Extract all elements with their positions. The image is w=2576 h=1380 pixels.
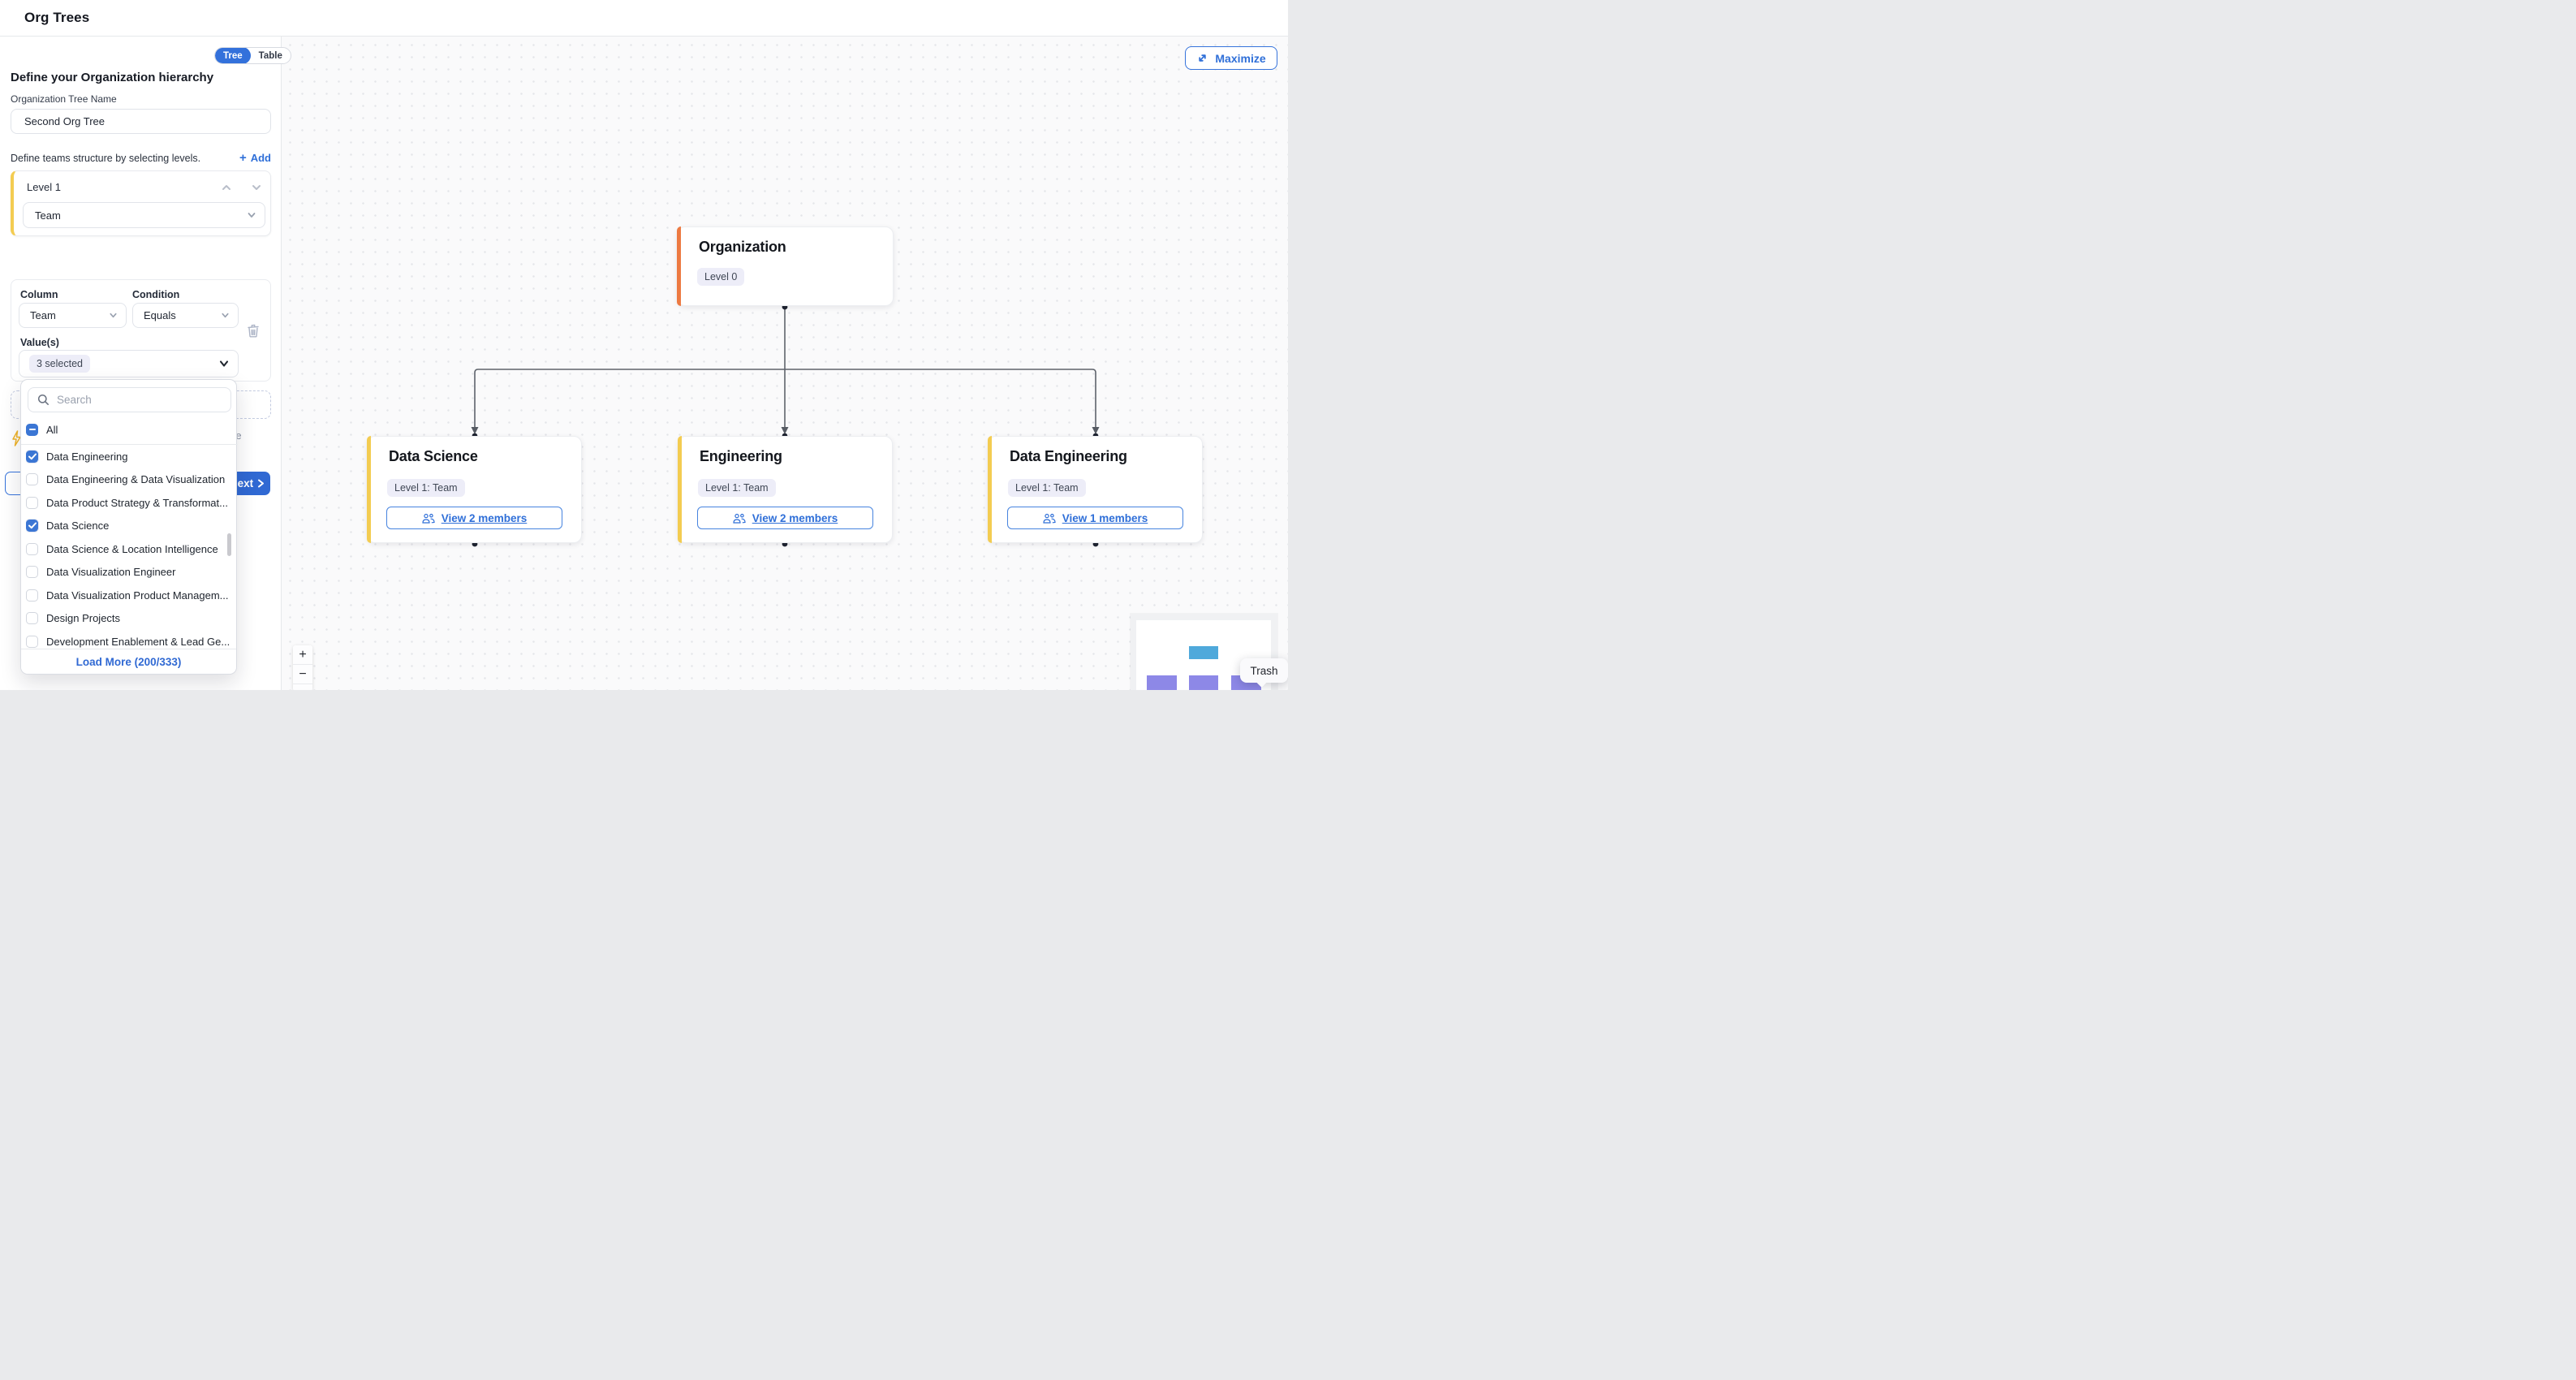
scrollbar-thumb[interactable] bbox=[227, 533, 231, 556]
selected-count-badge: 3 selected bbox=[29, 355, 90, 373]
users-icon bbox=[733, 513, 746, 524]
node-title: Organization bbox=[699, 239, 786, 255]
minimap-child-node bbox=[1147, 675, 1177, 690]
node-accent-bar bbox=[677, 226, 681, 306]
trash-tooltip-label: Trash bbox=[1250, 664, 1278, 677]
search-icon bbox=[37, 394, 49, 405]
zoom-controls: + − bbox=[293, 645, 312, 690]
dropdown-item[interactable]: Data Science & Location Intelligence bbox=[26, 537, 233, 561]
checkbox[interactable] bbox=[26, 542, 38, 555]
dropdown-item[interactable]: Data Visualization Engineer bbox=[26, 561, 233, 584]
users-icon bbox=[1043, 513, 1056, 524]
select-all-option[interactable]: All bbox=[26, 417, 233, 442]
toggle-table[interactable]: Table bbox=[258, 50, 282, 61]
level-badge: Level 1: Team bbox=[387, 479, 465, 497]
dropdown-options-list[interactable]: Data Engineering Data Engineering & Data… bbox=[26, 445, 233, 650]
level-badge: Level 0 bbox=[697, 268, 745, 286]
dropdown-item[interactable]: Design Projects bbox=[26, 607, 233, 631]
org-node-data-science[interactable]: Data Science Level 1: Team View 2 member… bbox=[367, 436, 582, 543]
chevron-down-icon[interactable] bbox=[251, 182, 262, 193]
zoom-out-button[interactable]: − bbox=[293, 665, 312, 684]
maximize-button[interactable]: Maximize bbox=[1185, 46, 1277, 70]
tree-name-value: Second Org Tree bbox=[24, 115, 105, 127]
minimap-child-node bbox=[1189, 675, 1218, 690]
load-more-link[interactable]: Load More (200/333) bbox=[75, 655, 182, 668]
column-label: Column bbox=[20, 289, 58, 300]
view-members-button[interactable]: View 2 members bbox=[386, 507, 562, 529]
node-title: Data Science bbox=[389, 448, 478, 464]
org-chart-canvas[interactable]: Maximize bbox=[282, 37, 1288, 690]
levels-hint: Define teams structure by selecting leve… bbox=[11, 152, 201, 164]
level-badge: Level 1: Team bbox=[1008, 479, 1086, 497]
dropdown-item[interactable]: Development Enablement & Lead Ge... bbox=[26, 630, 233, 650]
node-accent-bar bbox=[367, 436, 371, 543]
dropdown-item[interactable]: Data Engineering bbox=[26, 445, 233, 468]
minimap-root-node bbox=[1189, 646, 1218, 659]
org-trees-page: Org Trees Tree Table Define your Organiz… bbox=[0, 0, 1288, 690]
tree-edges bbox=[471, 304, 1100, 547]
add-level-button[interactable]: + Add bbox=[239, 151, 271, 165]
zoom-in-button[interactable]: + bbox=[293, 645, 312, 665]
checkbox[interactable] bbox=[26, 473, 38, 486]
org-node-root[interactable]: Organization Level 0 bbox=[677, 226, 894, 306]
toggle-tree[interactable]: Tree bbox=[215, 48, 251, 63]
page-header: Org Trees bbox=[0, 0, 1288, 37]
search-placeholder: Search bbox=[57, 394, 92, 406]
condition-select[interactable]: Equals bbox=[132, 303, 239, 328]
fit-view-button[interactable] bbox=[293, 684, 312, 690]
level-title: Level 1 bbox=[27, 181, 61, 193]
maximize-icon bbox=[1199, 54, 1207, 62]
users-icon bbox=[422, 513, 435, 524]
trash-icon[interactable] bbox=[247, 324, 260, 338]
checkbox[interactable] bbox=[26, 520, 38, 533]
column-select[interactable]: Team bbox=[19, 303, 127, 328]
checkbox[interactable] bbox=[26, 566, 38, 579]
values-label: Value(s) bbox=[20, 337, 59, 348]
view-members-button[interactable]: View 2 members bbox=[697, 507, 873, 529]
node-title: Data Engineering bbox=[1010, 448, 1127, 464]
node-accent-bar bbox=[988, 436, 992, 543]
values-dropdown: Search All Data Engineering Data Enginee… bbox=[20, 379, 238, 675]
chevron-up-icon[interactable] bbox=[221, 182, 232, 193]
dropdown-search-input[interactable]: Search bbox=[28, 387, 231, 412]
checkbox[interactable] bbox=[26, 589, 38, 602]
checkbox[interactable] bbox=[26, 496, 38, 509]
level-badge: Level 1: Team bbox=[698, 479, 776, 497]
plus-icon: + bbox=[239, 151, 247, 165]
dropdown-item[interactable]: Data Science bbox=[26, 515, 233, 538]
chevron-down-icon bbox=[222, 313, 229, 318]
node-accent-bar bbox=[678, 436, 682, 543]
condition-label: Condition bbox=[132, 289, 180, 300]
org-node-engineering[interactable]: Engineering Level 1: Team View 2 members bbox=[678, 436, 893, 543]
filter-card: Column Condition Team Equals bbox=[11, 279, 271, 382]
chevron-right-icon bbox=[258, 479, 265, 488]
chevron-down-icon bbox=[248, 213, 256, 218]
page-title: Org Trees bbox=[24, 10, 90, 25]
view-members-button[interactable]: View 1 members bbox=[1007, 507, 1183, 529]
divider bbox=[21, 444, 238, 445]
dropdown-footer: Load More (200/333) bbox=[21, 649, 236, 674]
chevron-down-icon bbox=[110, 313, 117, 318]
indeterminate-checkbox[interactable] bbox=[26, 423, 38, 436]
view-toggle[interactable]: Tree Table bbox=[214, 47, 291, 64]
checkbox[interactable] bbox=[26, 635, 38, 648]
node-title: Engineering bbox=[700, 448, 782, 464]
tree-name-label: Organization Tree Name bbox=[11, 93, 117, 105]
lightning-icon bbox=[12, 430, 21, 446]
tree-name-input[interactable]: Second Org Tree bbox=[11, 109, 271, 134]
checkbox[interactable] bbox=[26, 612, 38, 625]
chevron-down-icon bbox=[219, 360, 229, 367]
trash-tooltip: Trash bbox=[1240, 658, 1288, 688]
dropdown-item[interactable]: Data Visualization Product Managem... bbox=[26, 584, 233, 607]
level-type-select[interactable]: Team bbox=[23, 202, 265, 228]
dropdown-item[interactable]: Data Engineering & Data Visualization bbox=[26, 468, 233, 492]
org-node-data-engineering[interactable]: Data Engineering Level 1: Team View 1 me… bbox=[988, 436, 1203, 543]
hierarchy-heading: Define your Organization hierarchy bbox=[11, 71, 214, 84]
values-select[interactable]: 3 selected bbox=[19, 350, 239, 377]
sidebar-panel: Tree Table Define your Organization hier… bbox=[0, 37, 291, 690]
checkbox[interactable] bbox=[26, 450, 38, 463]
dropdown-item[interactable]: Data Product Strategy & Transformat... bbox=[26, 491, 233, 515]
level-card: Level 1 Team bbox=[11, 170, 271, 236]
